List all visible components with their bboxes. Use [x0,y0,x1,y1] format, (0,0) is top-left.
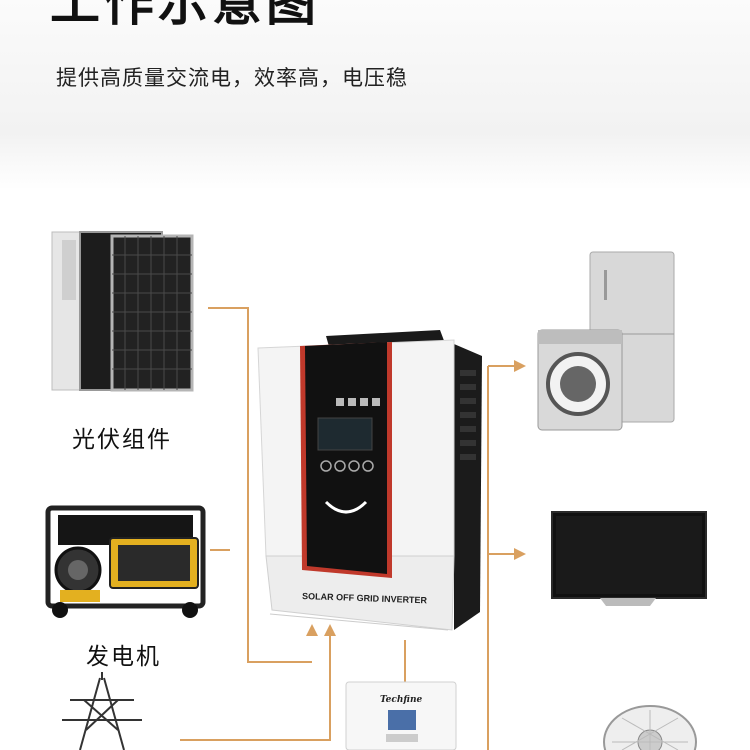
connector-lines [180,307,518,750]
power-tower-icon [62,672,142,750]
arrow-inverter-2 [324,624,336,636]
arrow-load-1 [514,360,526,372]
solar-panel-label: 光伏组件 [72,427,172,453]
connector-grid [180,630,331,741]
solar-panel-icon [51,231,194,392]
connector-solar [208,307,312,663]
page-subtitle: 提供高质量交流电，效率高，电压稳 [56,66,408,90]
fan-icon [603,705,697,750]
tv-icon [551,511,707,606]
generator-icon [45,505,206,618]
generator-label: 发电机 [86,644,161,670]
arrow-inverter-1 [306,624,318,636]
page-title: 工作示意图 [50,0,320,32]
battery-brand: Techfine [380,695,423,705]
inverter-icon [257,330,482,631]
arrow-load-2 [514,548,526,560]
inverter-label: SOLAR OFF GRID INVERTER [302,591,428,605]
header-background [0,0,750,190]
fridge-washer-icon [537,251,675,431]
battery-unit-icon [345,681,457,750]
connector-arrows [306,360,526,636]
